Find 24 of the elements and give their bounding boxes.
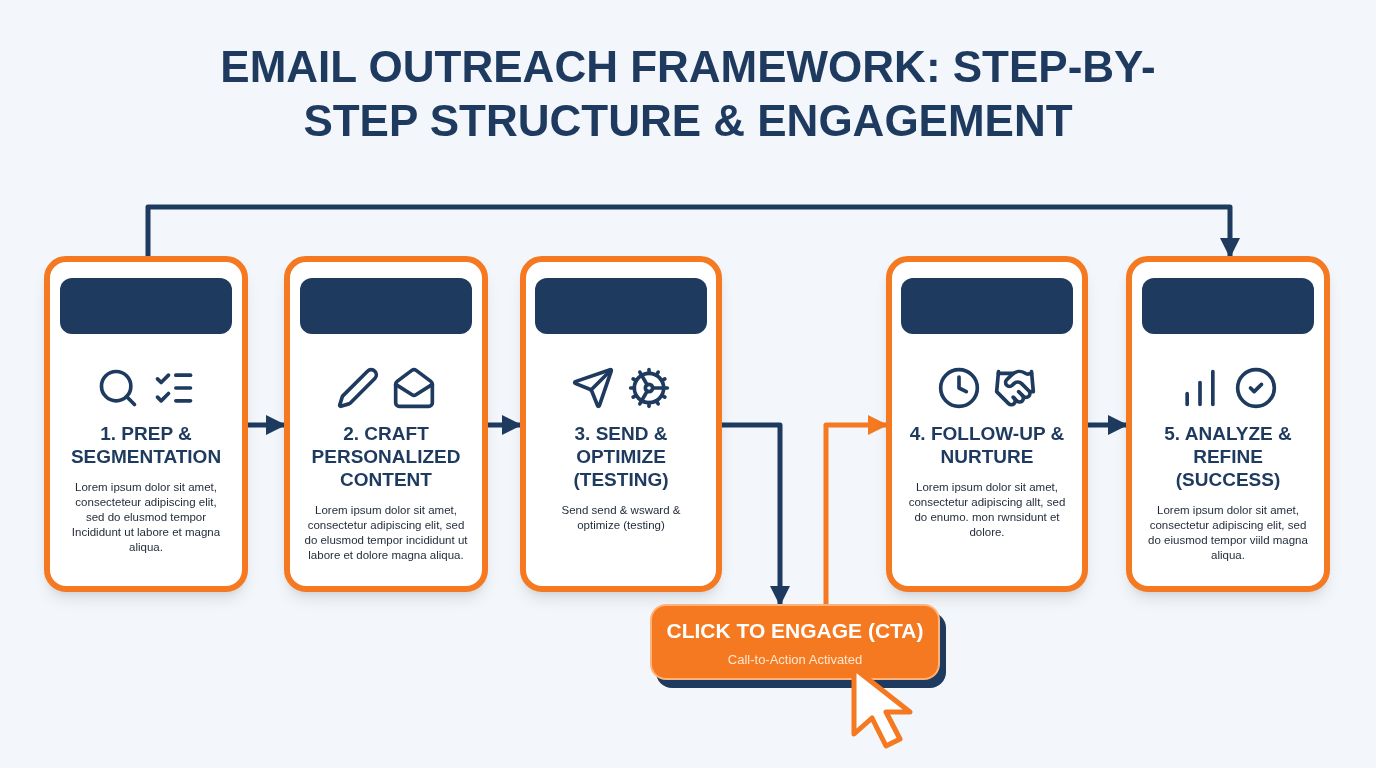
step-heading: 5. ANALYZE & REFINE (SUCCESS): [1163, 422, 1293, 491]
cta-title: CLICK TO ENGAGE (CTA): [666, 617, 924, 644]
arrow: [488, 415, 522, 435]
step-heading: 3. SEND & OPTIMIZE (TESTING): [572, 422, 670, 491]
step-description: Lorem ipsum dolor sit amet, consectetur adipiscing elit, sed do elusmod tempor incididunt ut labore et dolore magna aliqua.: [303, 503, 469, 563]
step-description: Lorem ipsum dolor sit amet, consecteteur adipiscing elit, sed do elusmod tempor Incididunt ut labore et magna aliqua.: [70, 480, 222, 555]
title: EMAIL OUTREACH FRAMEWORK: STEP-BY-STEP STRUCTURE & ENGAGEMENT: [219, 41, 1157, 147]
arrow: [823, 415, 888, 604]
arrow: [145, 204, 1240, 258]
arrow: [722, 422, 790, 606]
step-description: Send send & wsward & optimize (testing): [560, 503, 682, 533]
step-heading: 2. CRAFT PERSONALIZED CONTENT: [310, 422, 462, 491]
arrow: [248, 415, 286, 435]
step-description: Lorem ipsum dolor sit amet, consectetur adipiscing elit, sed do eiusmod tempor viild magna aliqua.: [1147, 503, 1309, 563]
step-card: [520, 256, 722, 592]
step-card: [284, 256, 488, 592]
arrow: [1088, 415, 1128, 435]
step-heading: 1. PREP & SEGMENTATION: [69, 422, 223, 468]
step-card: [44, 256, 248, 592]
step-description: Lorem ipsum dolor sit amet, consectetur adipiscing allt, sed do enumo. mon rwnsidunt et dolore.: [907, 480, 1067, 540]
step-card: [886, 256, 1088, 592]
step-card: [1126, 256, 1330, 592]
step-heading: 4. FOLLOW-UP & NURTURE: [908, 422, 1066, 468]
cta-subtitle: Call-to-Action Activated: [727, 651, 863, 669]
